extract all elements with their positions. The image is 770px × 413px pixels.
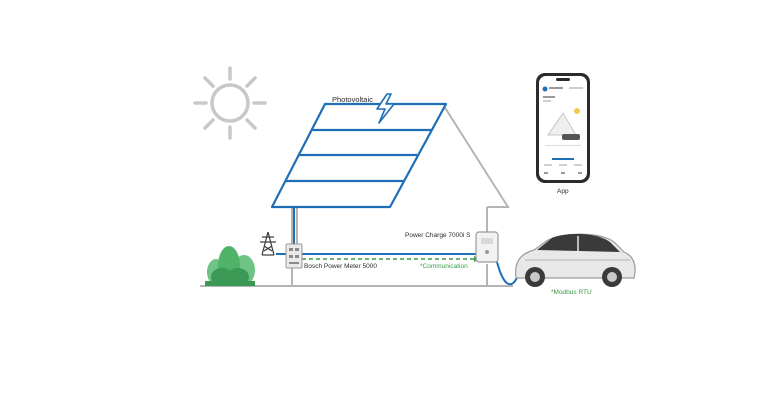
power-pylon-icon <box>260 231 276 256</box>
meter-label: Bosch Power Meter 5000 <box>304 263 377 270</box>
sun-icon <box>193 66 267 140</box>
communication-label: *Communication <box>420 263 468 270</box>
photovoltaic-label: Photovoltaic <box>332 95 373 104</box>
wallbox <box>475 231 499 263</box>
car-icon <box>515 233 636 287</box>
bush-icon <box>205 246 255 286</box>
lightning-icon <box>376 93 395 124</box>
wallbox-label: Power Charge 7000i S <box>405 232 471 239</box>
solar-panel <box>270 102 448 209</box>
power-meter <box>285 243 303 269</box>
wiring <box>276 207 476 255</box>
app-label: App <box>557 188 569 195</box>
smartphone-icon <box>536 73 590 183</box>
modbus-label: *Modbus RTU <box>551 289 592 296</box>
